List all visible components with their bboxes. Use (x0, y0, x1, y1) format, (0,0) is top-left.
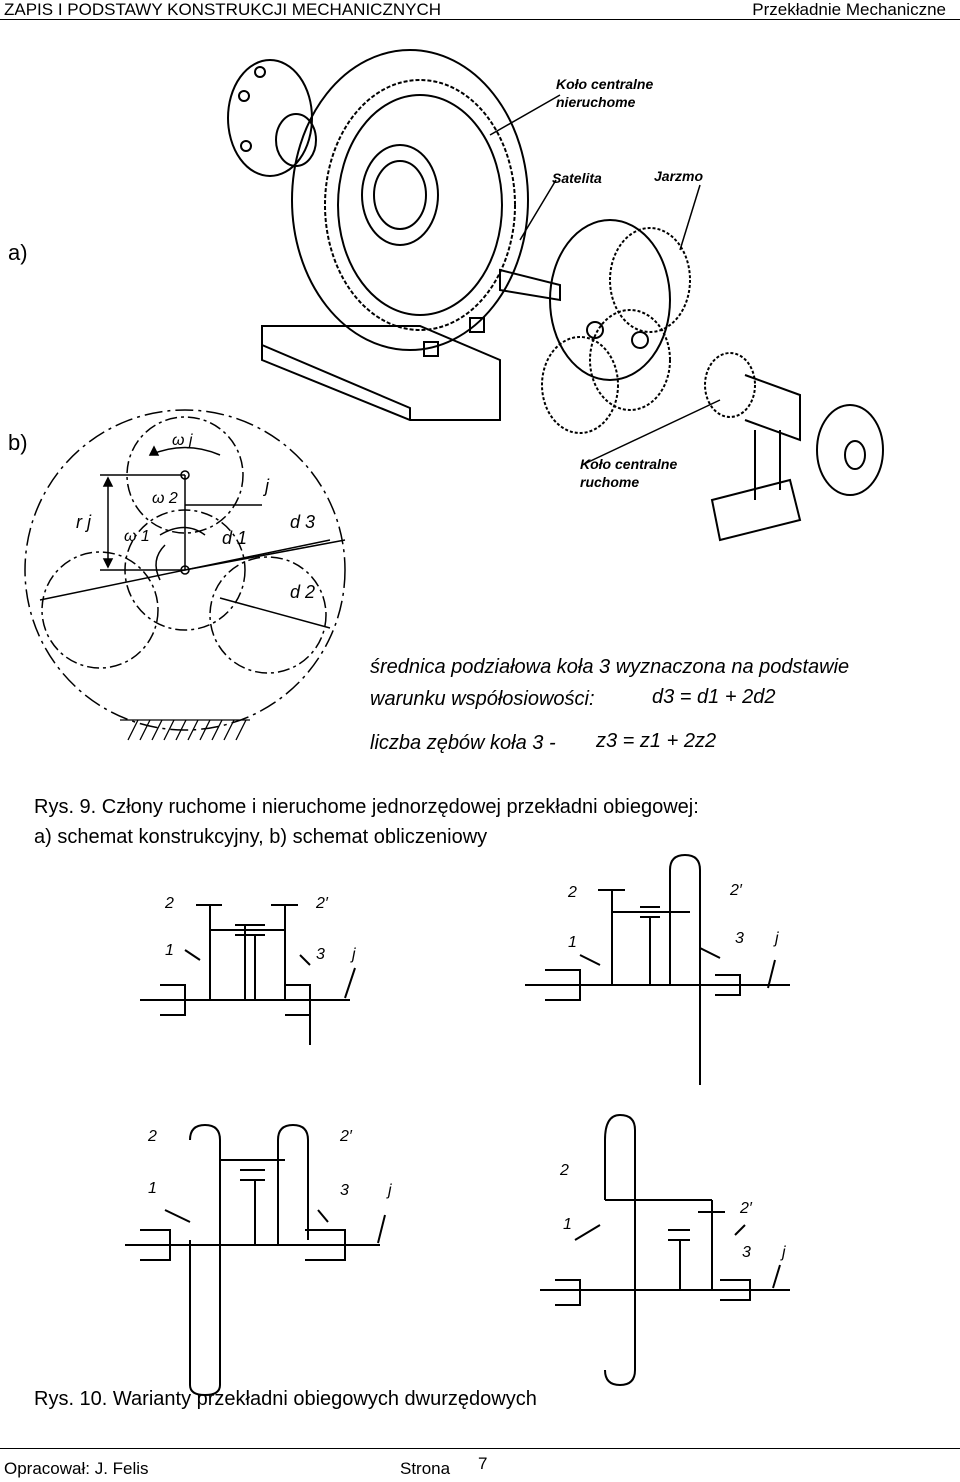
s3-label-1: 1 (148, 1180, 157, 1197)
header-rule (0, 19, 960, 20)
symbol-omega-2: ω 2 (152, 490, 178, 507)
header-right: Przekładnie Mechaniczne (752, 0, 946, 19)
s2-label-j: j (775, 930, 779, 947)
callout-sun-moving-1: Koło centralne (580, 456, 678, 472)
eq-line-1: średnica podziałowa koła 3 wyznaczona na… (370, 656, 850, 678)
s1-label-3: 3 (316, 946, 325, 963)
s4-label-3: 3 (742, 1244, 751, 1261)
s4-label-1: 1 (563, 1216, 572, 1233)
caption-rys9-line1: Rys. 9. Człony ruchome i nieruchome jedn… (34, 796, 699, 818)
ring-gear-circle (24, 409, 346, 731)
callout-sun-moving-2: ruchome (580, 474, 640, 490)
s1-label-1: 1 (165, 942, 174, 959)
caption-rys10: Rys. 10. Warianty przekładni obiegowych … (34, 1388, 537, 1410)
symbol-omega-j: ω j (172, 432, 193, 449)
footer-page-label: Strona (400, 1459, 451, 1478)
schematic-variant-1 (140, 904, 356, 1045)
symbol-r-j: r j (76, 512, 91, 532)
s2-label-1: 1 (568, 934, 577, 951)
planet-carrier (549, 219, 671, 381)
schematic-variant-4 (540, 1113, 790, 1387)
right-support (710, 478, 802, 542)
eq-line-3: liczba zębów koła 3 - (370, 732, 556, 754)
s3-label-j: j (388, 1182, 392, 1199)
equation-diameter: d3 = d1 + 2d2 (652, 686, 776, 708)
s1-label-j: j (352, 946, 356, 963)
s1-label-2prime: 2′ (316, 895, 328, 912)
callout-carrier: Jarzmo (654, 168, 704, 184)
symbol-d-2: d 2 (290, 582, 316, 602)
s4-label-j: j (782, 1244, 786, 1261)
left-flange (227, 59, 313, 177)
schematic-variant-3 (125, 1123, 386, 1397)
symbol-omega-1: ω 1 (124, 528, 150, 545)
s4-label-2prime: 2′ (740, 1200, 752, 1217)
figure-b-label: b) (8, 430, 28, 455)
figure-a-label: a) (8, 240, 28, 265)
s1-label-2: 2 (165, 895, 174, 912)
symbol-d-3: d 3 (290, 512, 316, 532)
symbol-d-1: d 1 (222, 528, 248, 548)
equation-teeth: z3 = z1 + 2z2 (596, 730, 717, 752)
footer-author: Opracował: J. Felis (4, 1459, 149, 1478)
caption-rys9-line2: a) schemat konstrukcyjny, b) schemat obl… (34, 826, 488, 848)
footer-page-number: 7 (478, 1454, 488, 1473)
s2-label-2: 2 (568, 884, 577, 901)
s2-label-3: 3 (735, 930, 744, 947)
base-plate (261, 325, 501, 421)
header-left: ZAPIS I PODSTAWY KONSTRUKCJI MECHANICZNY… (4, 0, 442, 19)
symbol-j: j (265, 476, 269, 496)
callout-satellite: Satelita (552, 170, 602, 186)
s2-label-2prime: 2′ (730, 882, 742, 899)
right-flange (816, 404, 884, 496)
callout-ring-fixed-1: Koło centralne (556, 76, 654, 92)
s4-label-2: 2 (560, 1162, 569, 1179)
callout-ring-fixed-2: nieruchome (556, 94, 636, 110)
ring-gear-housing (291, 49, 529, 351)
schematic-variant-2 (525, 853, 790, 1085)
eq-line-2: warunku współosiowości: (370, 688, 595, 710)
s3-label-2prime: 2′ (340, 1128, 352, 1145)
s3-label-2: 2 (148, 1128, 157, 1145)
s3-label-3: 3 (340, 1182, 349, 1199)
footer-rule (0, 1448, 960, 1449)
